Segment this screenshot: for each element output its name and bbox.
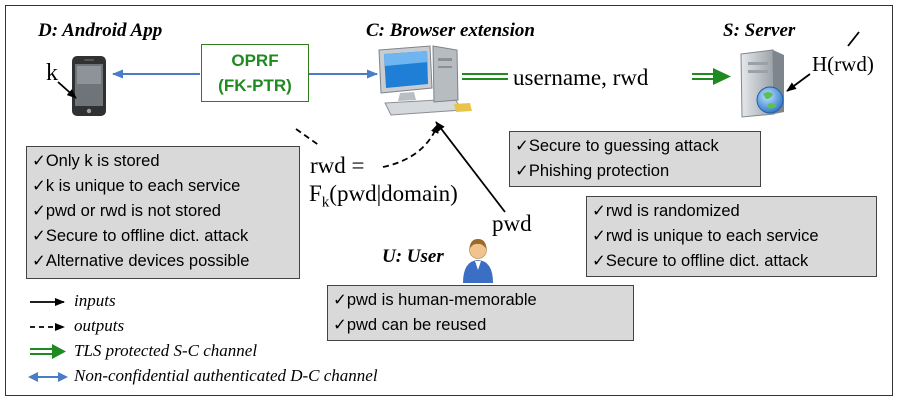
hash-output-line — [847, 31, 860, 47]
legend-outputs-label: outputs — [74, 316, 125, 335]
user-property-item: ✓pwd can be reused — [333, 316, 487, 334]
oprf-output-dash — [295, 128, 321, 147]
device-property-item: ✓pwd or rwd is not stored — [32, 202, 221, 220]
rwd-equals-label: rwd = — [310, 153, 365, 178]
tls-channel-arrow-right — [692, 68, 731, 85]
user-property-item: ✓pwd is human-memorable — [333, 291, 537, 309]
server-property-item: ✓rwd is randomized — [592, 202, 740, 220]
legend-dc-channel-label: Non-confidential authenticated D-C chann… — [74, 366, 378, 385]
device-property-item: ✓Only k is stored — [32, 152, 160, 170]
server-property-item: ✓Secure to offline dict. attack — [592, 252, 809, 270]
server-property-item: ✓rwd is unique to each service — [592, 227, 819, 245]
pwd-input-arrow — [435, 121, 506, 213]
pwd-label: pwd — [492, 211, 532, 236]
formula-argument: (pwd|domain) — [329, 181, 458, 206]
oprf-line-1: OPRF — [231, 51, 279, 70]
device-property-item: ✓Secure to offline dict. attack — [32, 227, 249, 245]
device-properties-box: ✓Only k is stored ✓k is unique to each s… — [26, 146, 300, 279]
key-label: k — [46, 60, 58, 86]
formula-subscript: k — [321, 194, 330, 211]
user-icon — [463, 239, 493, 283]
channel-property-item: ✓Phishing protection — [515, 162, 670, 180]
username-rwd-label: username, rwd — [513, 65, 649, 90]
tls-channel-arrow-left — [462, 73, 508, 80]
channel-property-item: ✓Secure to guessing attack — [515, 137, 719, 155]
user-properties-box: ✓pwd is human-memorable ✓pwd can be reus… — [327, 285, 634, 341]
legend-tls-symbol — [30, 344, 66, 359]
diagram-frame — [5, 5, 893, 396]
user-title: U: User — [382, 246, 444, 267]
device-property-item: ✓Alternative devices possible — [32, 252, 250, 270]
legend-tls-label: TLS protected S-C channel — [74, 341, 258, 360]
desktop-computer-icon — [378, 45, 472, 116]
server-icon — [740, 49, 784, 118]
device-property-item: ✓k is unique to each service — [32, 177, 241, 195]
hash-input-arrow — [786, 73, 811, 92]
formula-function: F — [309, 181, 322, 206]
device-title: D: Android App — [38, 20, 163, 41]
client-title: C: Browser extension — [366, 20, 535, 41]
legend-inputs-label: inputs — [74, 291, 116, 310]
channel-properties-box: ✓Secure to guessing attack ✓Phishing pro… — [509, 131, 761, 187]
oprf-box: OPRF (FK-PTR) — [201, 44, 309, 102]
rwd-output-arrow — [382, 123, 439, 168]
legend-dc-channel-symbol — [28, 372, 68, 382]
rwd-formula: Fk(pwd|domain) — [309, 181, 458, 212]
server-title: S: Server — [723, 20, 796, 41]
oprf-line-2: (FK-PTR) — [218, 76, 292, 95]
hash-rwd-label: H(rwd) — [812, 52, 874, 76]
server-properties-box: ✓rwd is randomized ✓rwd is unique to eac… — [586, 196, 877, 277]
key-input-arrow — [57, 81, 77, 99]
smartphone-icon — [72, 56, 106, 116]
